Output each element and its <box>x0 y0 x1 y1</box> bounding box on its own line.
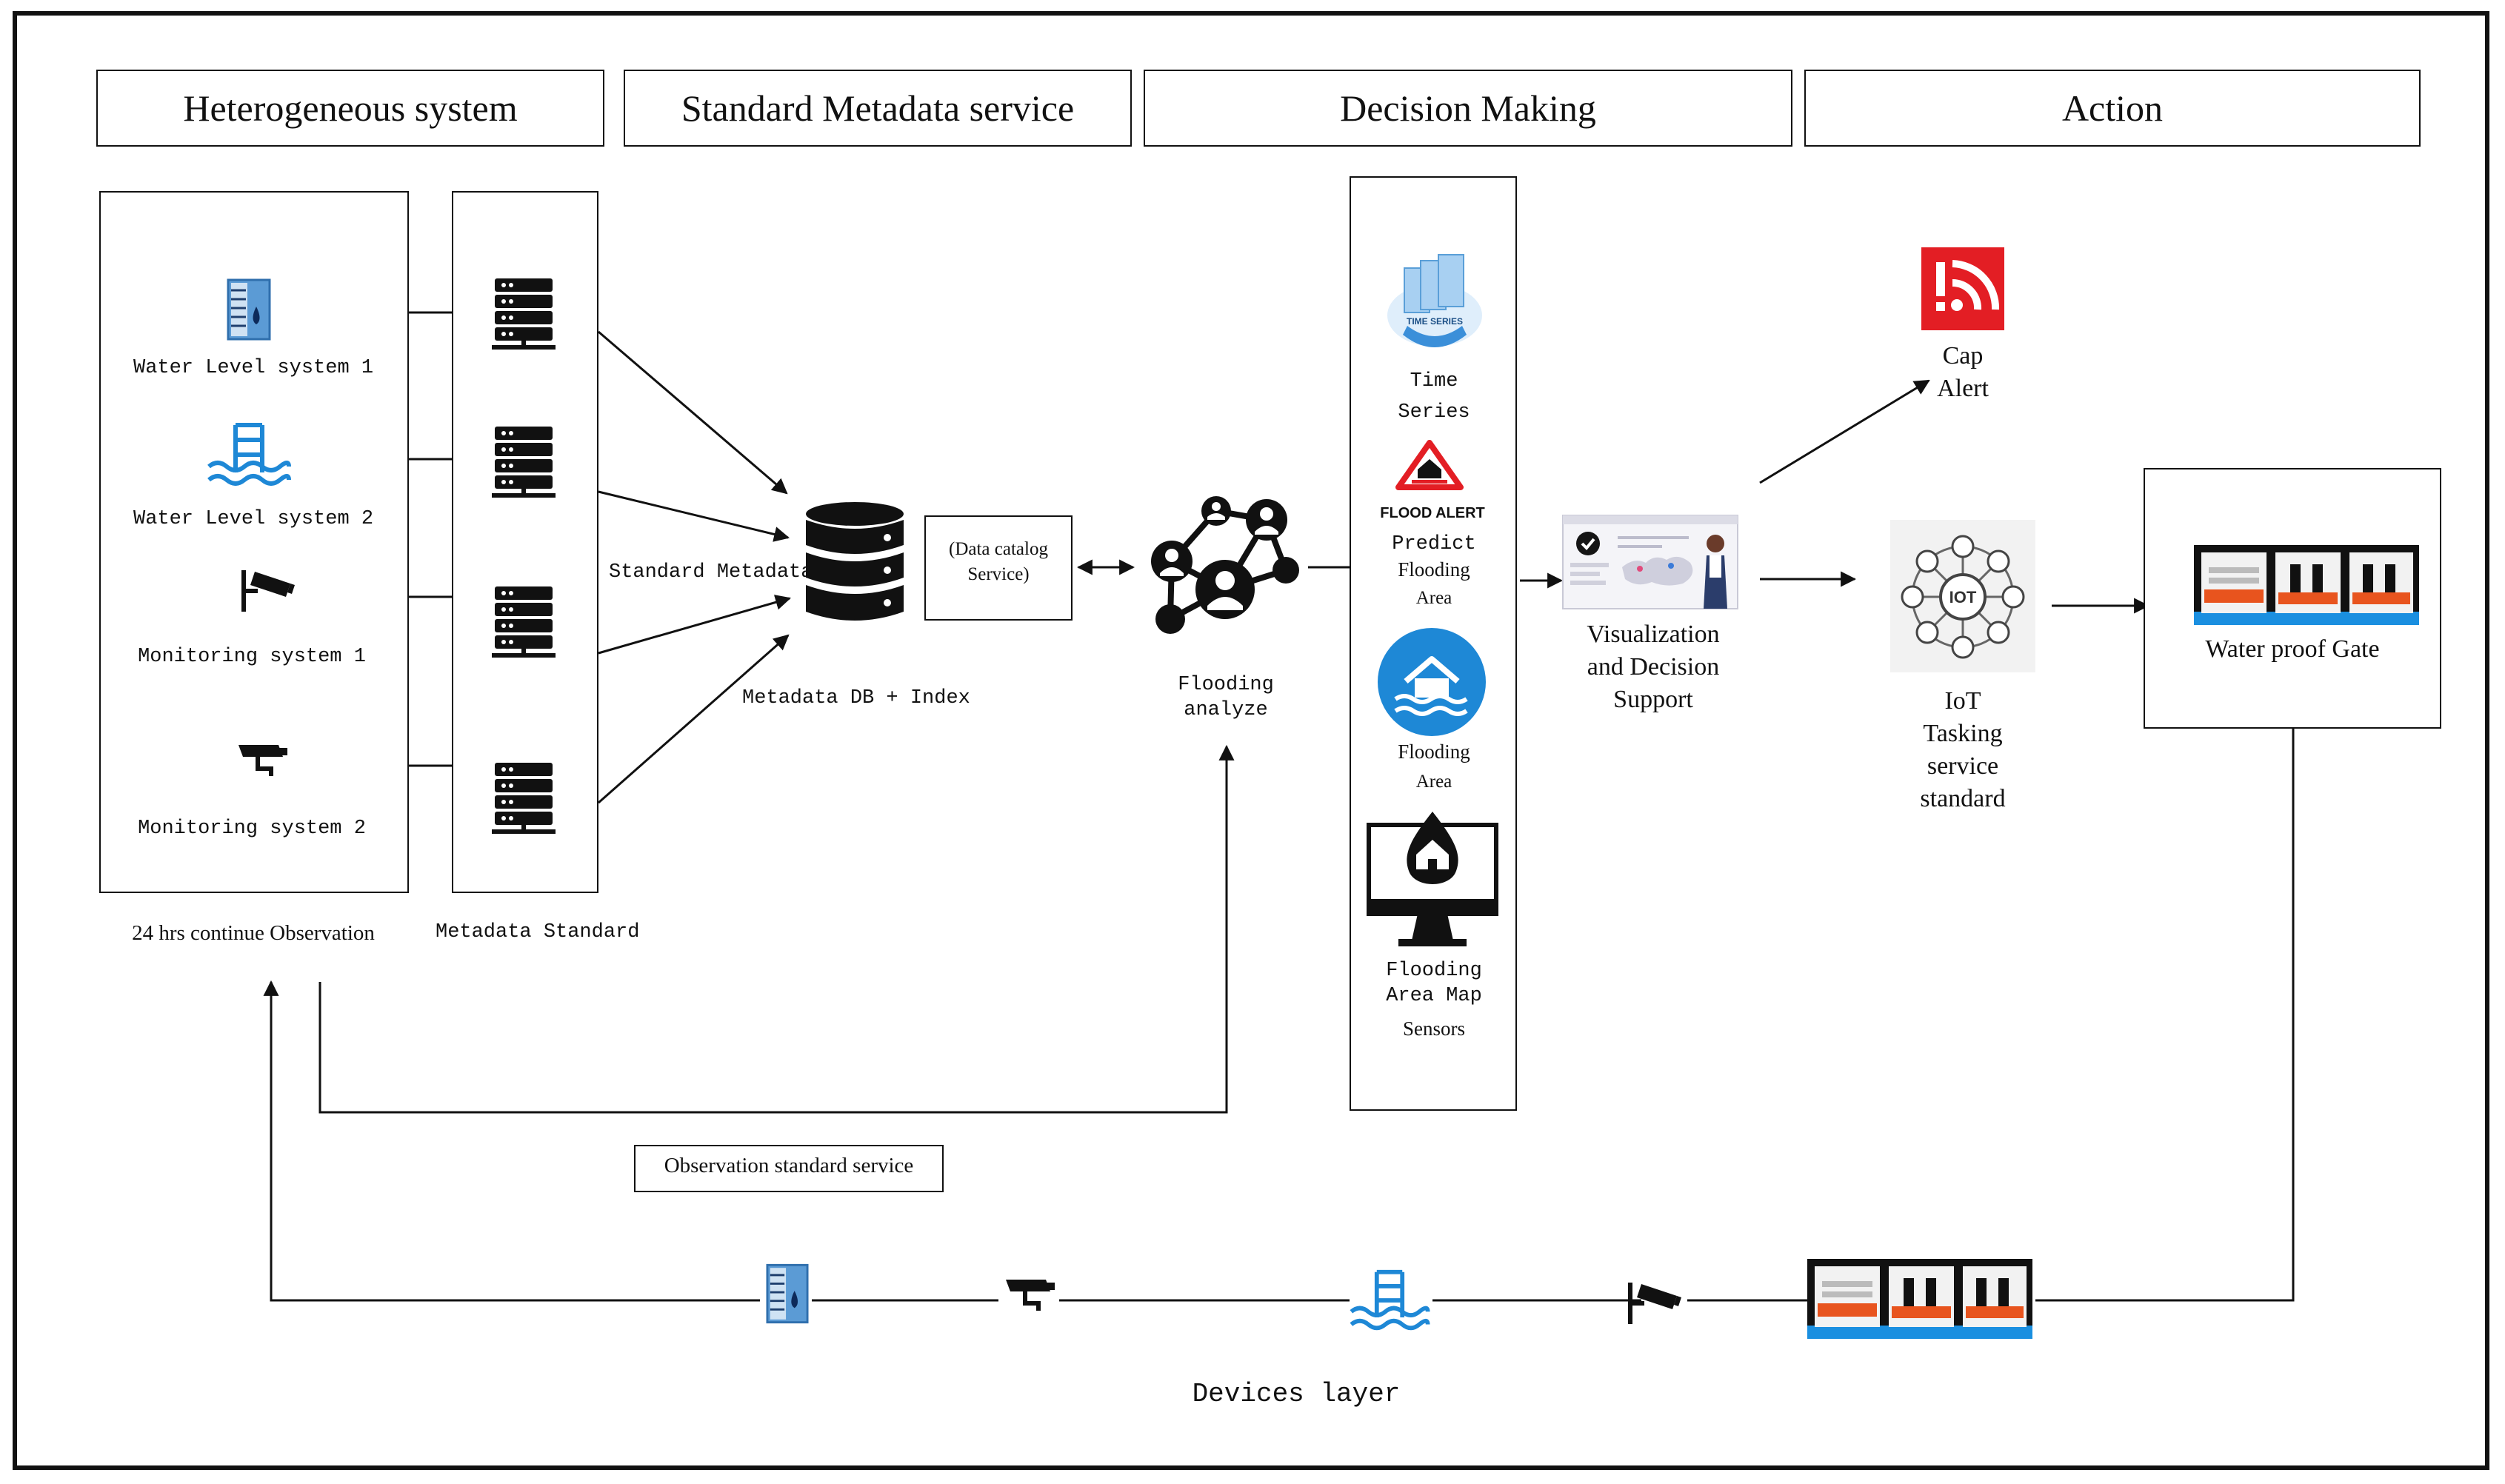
iot-tasking-line4: standard <box>1920 785 2006 812</box>
water-gauge-icon <box>766 1263 809 1324</box>
cctv-camera-icon <box>241 570 295 612</box>
flooding-area-line1: Flooding <box>1398 741 1470 763</box>
monitoring-system-1-label: Monitoring system 1 <box>138 646 366 668</box>
data-catalog-box <box>924 515 1073 621</box>
server-rack-icon <box>492 763 556 834</box>
server-rack-icon <box>492 427 556 498</box>
predict-flooding-line1: Predict <box>1392 533 1476 555</box>
flood-alert-badge: FLOOD ALERT <box>1380 505 1485 521</box>
header-decision-making: Decision Making <box>1144 70 1792 147</box>
water-gauge-icon <box>227 278 271 341</box>
observation-service-box <box>634 1145 944 1192</box>
network-graph-icon <box>1151 496 1299 634</box>
server-rack-icon <box>492 278 556 350</box>
iot-tasking-line3: service <box>1927 752 1999 780</box>
visualization-line1: Visualization <box>1587 621 1720 648</box>
flood-house-icon <box>1378 628 1486 736</box>
time-series-icon: TIME SERIES <box>1387 254 1482 347</box>
arrow-visual-to-cap <box>1759 379 1930 484</box>
iot-hub-text: IOT <box>1949 588 1977 606</box>
iot-tasking-line2: Tasking <box>1923 720 2003 747</box>
arrow-srv3-to-db <box>598 595 792 655</box>
iot-hub-icon: IOT <box>1890 520 2035 672</box>
metadata-db-label: Metadata DB + Index <box>742 687 970 709</box>
header-heterogeneous-system: Heterogeneous system <box>96 70 604 147</box>
water-gate-icon <box>1807 1259 2032 1339</box>
predict-flooding-line2: Flooding <box>1398 558 1470 581</box>
standard-metadata-edge-label: Standard Metadata <box>609 561 813 584</box>
outer-frame <box>13 11 2489 1470</box>
arrow-srv1-to-db <box>598 330 788 495</box>
flooding-analyze-line1: Flooding <box>1178 674 1274 696</box>
database-icon <box>806 502 904 621</box>
devices-to-observation-arrow <box>263 980 760 1302</box>
flooding-area-map-line1: Flooding <box>1386 960 1482 982</box>
time-series-line1: Time <box>1410 370 1458 392</box>
server-rack-icon <box>492 586 556 658</box>
water-level-system-1-label: Water Level system 1 <box>133 357 374 379</box>
water-level-system-2-label: Water Level system 2 <box>133 508 374 530</box>
flooding-analyze-line2: analyze <box>1184 699 1268 721</box>
cap-alert-line1: Cap <box>1942 342 1984 370</box>
flood-alert-icon <box>1395 440 1464 490</box>
devices-layer-label: Devices layer <box>1192 1379 1401 1409</box>
security-camera-icon <box>1006 1280 1055 1311</box>
iot-tasking-line1: IoT <box>1944 687 1981 715</box>
observation-loop-line <box>318 744 1235 1114</box>
devices-bus-line <box>2035 729 2295 1302</box>
flooding-area-map-line3: Sensors <box>1402 1017 1465 1040</box>
monitoring-system-2-label: Monitoring system 2 <box>138 818 366 840</box>
time-series-icon-text: TIME SERIES <box>1407 316 1463 327</box>
arrow-srv4-to-db <box>598 634 790 804</box>
observation-caption: 24 hrs continue Observation <box>132 921 375 945</box>
predict-flooding-line3: Area <box>1415 588 1452 608</box>
data-catalog-line1: (Data catalog <box>949 539 1048 559</box>
water-proof-gate-label: Water proof Gate <box>2205 635 2380 663</box>
water-gate-icon <box>2194 545 2419 625</box>
arrow-srv2-to-db <box>598 490 790 542</box>
header-standard-metadata-service: Standard Metadata service <box>624 70 1132 147</box>
monitor-map-icon <box>1367 812 1498 946</box>
header-action: Action <box>1804 70 2421 147</box>
visualization-line2: and Decision <box>1587 653 1720 681</box>
security-camera-icon <box>239 745 287 776</box>
flooding-area-line2: Area <box>1415 772 1452 792</box>
water-level-icon <box>1350 1269 1430 1331</box>
time-series-line2: Series <box>1398 401 1470 424</box>
cap-alert-line2: Alert <box>1937 375 1989 402</box>
observation-service-label: Observation standard service <box>664 1154 914 1177</box>
cctv-camera-icon <box>1628 1283 1681 1324</box>
water-level-icon <box>207 423 291 486</box>
data-catalog-line2: Service) <box>967 564 1030 584</box>
cap-alert-icon <box>1921 247 2004 330</box>
flooding-area-map-line2: Area Map <box>1386 985 1482 1007</box>
visualization-line3: Support <box>1613 686 1693 713</box>
metadata-standard-caption: Metadata Standard <box>436 921 640 943</box>
dashboard-icon <box>1562 515 1738 609</box>
